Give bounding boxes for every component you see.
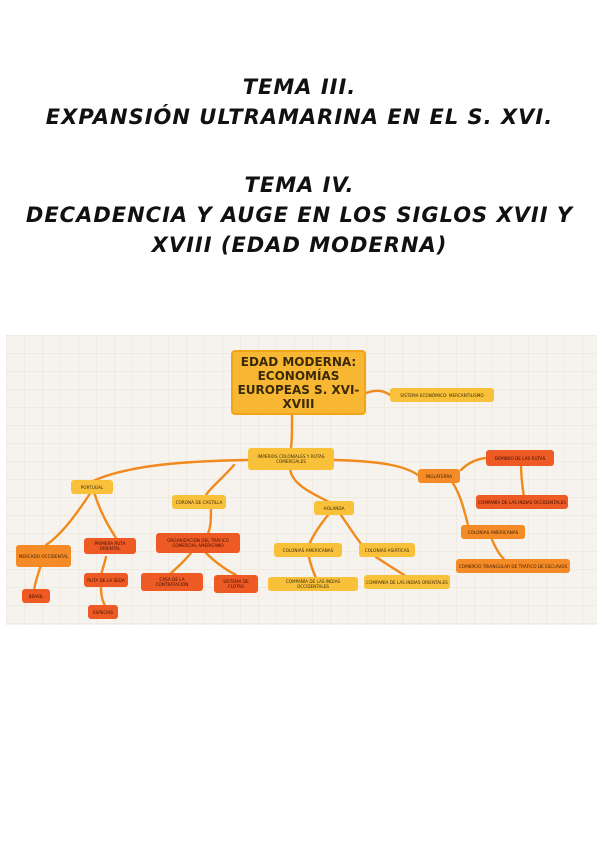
node-comercio: COMERCIO TRIANGULAR DE TRÁFICO DE ESCLAV… <box>456 559 570 573</box>
tema3-subtitle: EXPANSIÓN ULTRAMARINA EN EL S. XVI. <box>45 105 554 129</box>
tema3-heading: TEMA III. <box>242 75 357 99</box>
node-sistema-label: SISTEMA ECONÓMICO: MERCANTILISMO <box>400 392 484 398</box>
node-colonias-asiaticas-label: COLONIAS ASIÁTICAS <box>364 547 410 553</box>
node-organizacion: ORGANIZACIÓN DEL TRÁFICO COMERCIAL AMERI… <box>156 533 240 553</box>
root-node: EDAD MODERNA: ECONOMÍAS EUROPEAS S. XVI-… <box>231 350 366 415</box>
tema4-subtitle-line2: XVIII (EDAD MODERNA) <box>151 233 448 257</box>
node-mercado: MERCADO OCCIDENTAL <box>16 545 71 567</box>
node-casa-label: CASA DE LA CONTRATACIÓN <box>155 577 189 587</box>
node-compania-ori-label: COMPAÑÍA DE LAS INDIAS ORIENTALES <box>366 579 448 585</box>
node-holanda: HOLANDA <box>314 501 354 515</box>
node-compania-ori: COMPAÑÍA DE LAS INDIAS ORIENTALES <box>364 575 450 589</box>
node-colonias-asiaticas: COLONIAS ASIÁTICAS <box>359 543 415 557</box>
node-mercado-label: MERCADO OCCIDENTAL <box>18 553 69 559</box>
node-flotas-label: SISTEMA DE FLOTAS <box>223 579 249 589</box>
node-flotas: SISTEMA DE FLOTAS <box>214 575 258 593</box>
node-inglaterra: INGLATERRA <box>418 469 460 483</box>
node-colonias-americanas-i: COLONIAS AMERICANAS <box>461 525 525 539</box>
node-imperios: IMPERIOS COLONIALES Y RUTAS COMERCIALES <box>248 448 334 470</box>
node-casa: CASA DE LA CONTRATACIÓN <box>141 573 203 591</box>
node-compania-occ-i-label: COMPAÑÍA DE LAS INDIAS OCCIDENTALES <box>478 499 566 505</box>
node-colonias-americanas-h: COLONIAS AMERICANAS <box>274 543 342 557</box>
node-dominio-label: DOMINIO DE LAS RUTAS <box>494 455 546 461</box>
node-ruta-seda-label: RUTA DE LA SEDA <box>87 577 125 583</box>
node-inglaterra-label: INGLATERRA <box>425 473 453 479</box>
node-portugal-label: PORTUGAL <box>80 484 104 490</box>
node-especias-label: ESPECIAS <box>92 609 114 615</box>
node-primera-ruta: PRIMERA RUTA ORIENTAL <box>84 538 136 554</box>
node-corona: CORONA DE CASTILLA <box>172 495 226 509</box>
node-portugal: PORTUGAL <box>71 480 113 494</box>
node-imperios-label: IMPERIOS COLONIALES Y RUTAS COMERCIALES <box>257 454 325 464</box>
node-comercio-label: COMERCIO TRIANGULAR DE TRÁFICO DE ESCLAV… <box>458 563 568 569</box>
node-dominio: DOMINIO DE LAS RUTAS <box>486 450 554 466</box>
node-colonias-americanas-i-label: COLONIAS AMERICANAS <box>467 529 519 535</box>
root-label: EDAD MODERNA: ECONOMÍAS EUROPEAS S. XVI-… <box>237 354 360 411</box>
node-especias: ESPECIAS <box>88 605 118 619</box>
node-compania-occ-i: COMPAÑÍA DE LAS INDIAS OCCIDENTALES <box>476 495 568 509</box>
node-colonias-americanas-h-label: COLONIAS AMERICANAS <box>282 547 334 553</box>
node-organizacion-label: ORGANIZACIÓN DEL TRÁFICO COMERCIAL AMERI… <box>167 538 229 548</box>
node-brasil-label: BRASIL <box>28 593 44 599</box>
node-sistema: SISTEMA ECONÓMICO: MERCANTILISMO <box>390 388 494 402</box>
node-primera-ruta-label: PRIMERA RUTA ORIENTAL <box>94 541 126 551</box>
node-ruta-seda: RUTA DE LA SEDA <box>84 573 128 587</box>
concept-map-image: EDAD MODERNA: ECONOMÍAS EUROPEAS S. XVI-… <box>6 335 597 625</box>
tema4-heading: TEMA IV. <box>244 173 355 197</box>
node-compania-occ-h-label: COMPAÑÍA DE LAS INDIAS OCCIDENTALES <box>285 579 341 589</box>
node-corona-label: CORONA DE CASTILLA <box>175 499 223 505</box>
node-holanda-label: HOLANDA <box>323 505 345 511</box>
title-block: TEMA III. EXPANSIÓN ULTRAMARINA EN EL S.… <box>0 72 599 260</box>
tema4-subtitle-line1: DECADENCIA Y AUGE EN LOS SIGLOS XVII Y <box>25 203 574 227</box>
node-compania-occ-h: COMPAÑÍA DE LAS INDIAS OCCIDENTALES <box>268 577 358 591</box>
node-brasil: BRASIL <box>22 589 50 603</box>
